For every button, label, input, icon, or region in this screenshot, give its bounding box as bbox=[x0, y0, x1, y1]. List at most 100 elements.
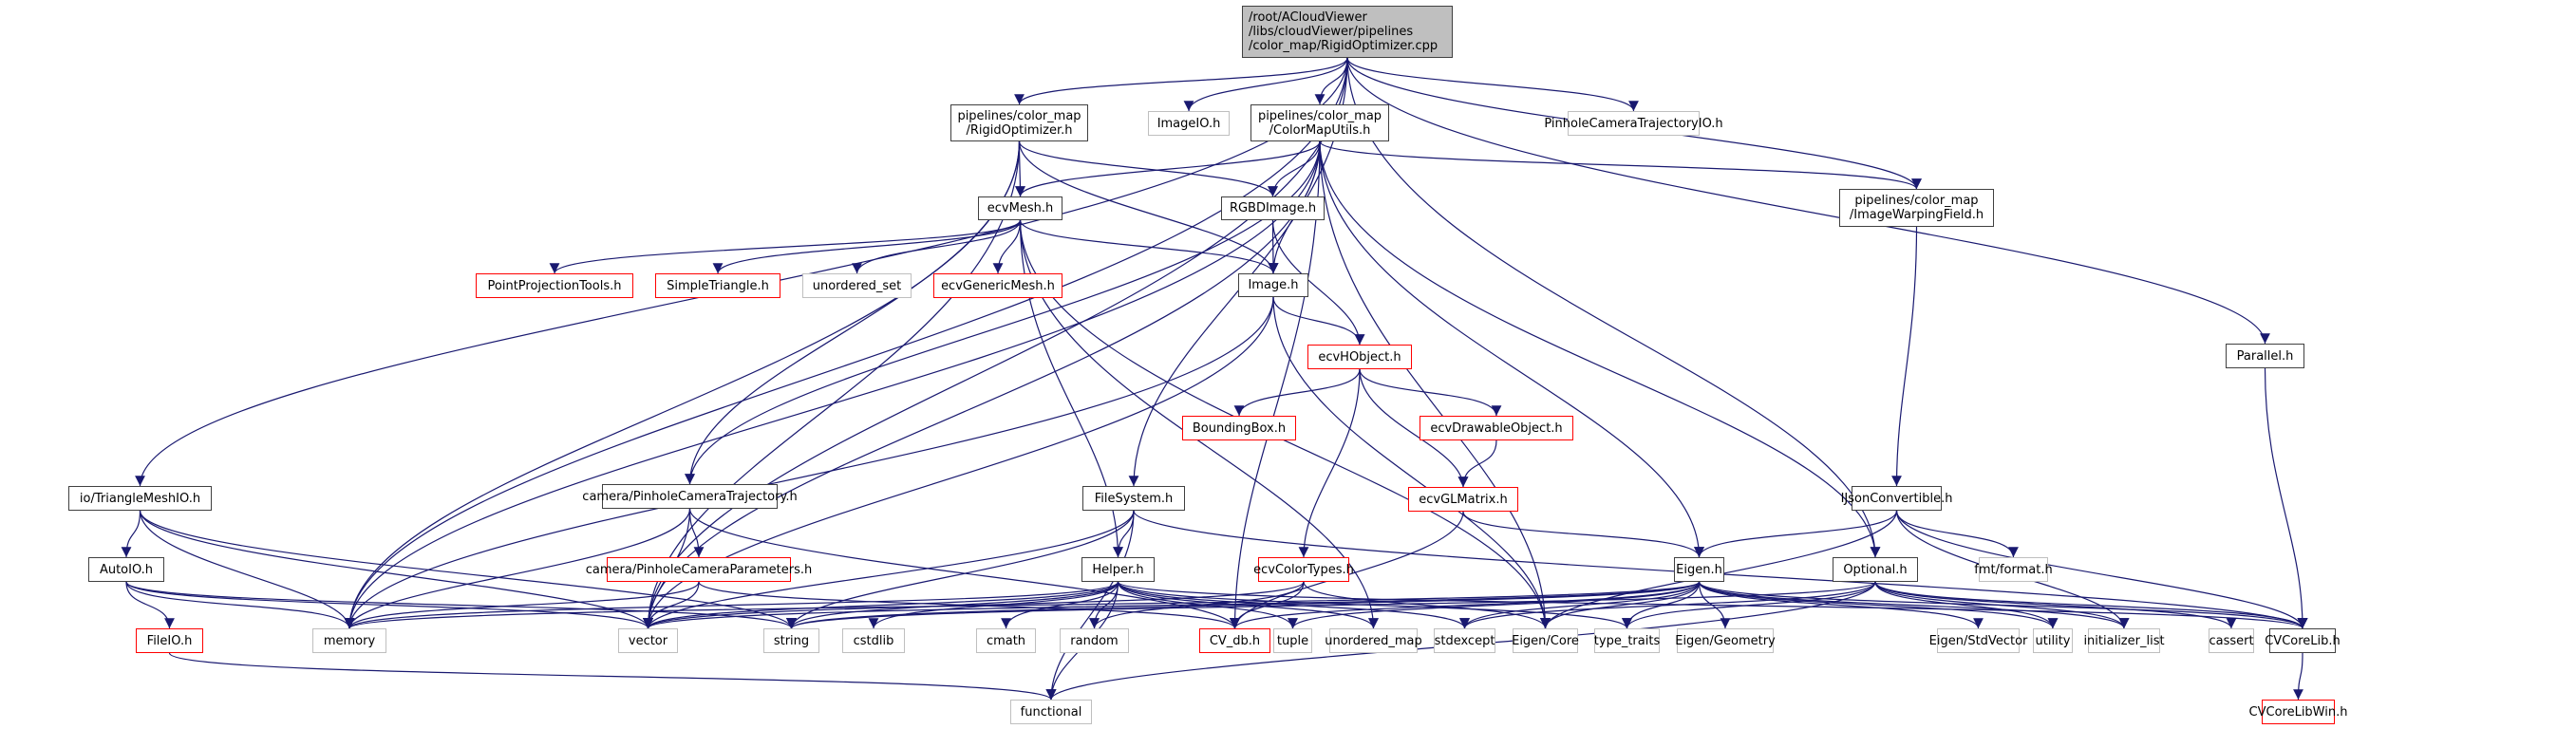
node-ecvgenericmesh-h[interactable]: ecvGenericMesh.h bbox=[933, 273, 1062, 298]
edge-eigen_h-to-initlist bbox=[1698, 581, 2130, 629]
node-label: stdexcept bbox=[1434, 633, 1495, 648]
node-trianglemeshio-h[interactable]: io/TriangleMeshIO.h bbox=[68, 486, 212, 511]
edge-eigen_h-to-eigengeom bbox=[1698, 581, 1731, 629]
edge-rgbdimage-to-ecvhobject bbox=[1271, 219, 1365, 346]
edge-ecvhobject-to-ecvcolortypes bbox=[1298, 368, 1361, 558]
node-label: ecvDrawableObject.h bbox=[1430, 421, 1563, 436]
node-initializer-list: initializer_list bbox=[2083, 628, 2165, 653]
node-boundingbox-h[interactable]: BoundingBox.h bbox=[1182, 416, 1296, 440]
node-ecvmesh-h[interactable]: ecvMesh.h bbox=[978, 196, 1062, 220]
node-label: SimpleTriangle.h bbox=[667, 278, 769, 293]
edge-root-to-rigidopt_h bbox=[1014, 57, 1348, 105]
node-ecvdrawableobject-h[interactable]: ecvDrawableObject.h bbox=[1420, 416, 1573, 440]
node-simpletriangle-h[interactable]: SimpleTriangle.h bbox=[655, 273, 780, 298]
node-ecvglmatrix-h[interactable]: ecvGLMatrix.h bbox=[1408, 487, 1518, 512]
node-cvcorelib-h[interactable]: CVCoreLib.h bbox=[2265, 628, 2341, 653]
node-rigidoptimizer-h[interactable]: pipelines/color_map /RigidOptimizer.h bbox=[950, 104, 1088, 141]
node-label: camera/PinholeCameraTrajectory.h bbox=[582, 489, 798, 504]
node-label: unordered_set bbox=[812, 278, 902, 293]
edge-pinholetraj-to-pinholeparams bbox=[688, 508, 705, 558]
node-label: pipelines/color_map /ImageWarpingField.h bbox=[1849, 194, 1984, 222]
node-cstdlib: cstdlib bbox=[842, 628, 905, 653]
edge-autoio-to-vector bbox=[125, 581, 653, 629]
edge-eigen_h-to-eigenstdvec bbox=[1698, 581, 1984, 629]
node-rgbdimage-h[interactable]: RGBDImage.h bbox=[1221, 196, 1325, 220]
node-label: memory bbox=[323, 633, 376, 648]
node-helper-h[interactable]: Helper.h bbox=[1081, 557, 1155, 582]
node-memory: memory bbox=[312, 628, 386, 653]
edge-optional-to-initlist bbox=[1874, 581, 2130, 629]
edge-eigen_h-to-cv_db bbox=[1230, 581, 1701, 629]
node-label: random bbox=[1070, 633, 1119, 648]
edge-ijson-to-fmtformat bbox=[1895, 510, 2019, 558]
edge-optional-to-type_traits bbox=[1622, 581, 1876, 629]
node-label: ecvGenericMesh.h bbox=[941, 278, 1055, 293]
node-cmath: cmath bbox=[976, 628, 1036, 653]
node-label: initializer_list bbox=[2083, 633, 2165, 648]
node-label: cstdlib bbox=[853, 633, 894, 648]
node-ijsonconvertible-h[interactable]: IJsonConvertible.h bbox=[1841, 486, 1952, 511]
node-label: pipelines/color_map /RigidOptimizer.h bbox=[957, 108, 1081, 138]
edge-autoio-to-memory bbox=[125, 581, 355, 629]
node-functional: functional bbox=[1010, 700, 1092, 724]
edge-cvcorelib-to-cvcorelibwin bbox=[2293, 652, 2303, 701]
node-colormaputils-h[interactable]: pipelines/color_map /ColorMapUtils.h bbox=[1250, 104, 1389, 141]
node-label: IJsonConvertible.h bbox=[1840, 491, 1953, 506]
node-label: string bbox=[773, 633, 810, 648]
edge-parallel-to-cvcorelib bbox=[2264, 367, 2308, 629]
node-label: /root/ACloudViewer /libs/cloudViewer/pip… bbox=[1249, 10, 1438, 53]
edge-filesystem-to-functional bbox=[1045, 510, 1135, 701]
node-pinholecameratrajectory-h[interactable]: camera/PinholeCameraTrajectory.h bbox=[582, 484, 798, 509]
node-parallel-h[interactable]: Parallel.h bbox=[2226, 344, 2304, 368]
node-label: BoundingBox.h bbox=[1192, 421, 1287, 436]
node-ecvhobject-h[interactable]: ecvHObject.h bbox=[1307, 345, 1412, 369]
node-label: ecvMesh.h bbox=[987, 201, 1054, 215]
node-pointprojectiontools-h[interactable]: PointProjectionTools.h bbox=[476, 273, 633, 298]
node-filesystem-h[interactable]: FileSystem.h bbox=[1082, 486, 1185, 511]
node-label: PointProjectionTools.h bbox=[487, 278, 622, 293]
edge-filesystem-to-vector bbox=[643, 510, 1135, 629]
edge-rigidopt_h-to-memory bbox=[344, 140, 1021, 629]
node-ecvcolortypes-h[interactable]: ecvColorTypes.h bbox=[1253, 557, 1354, 582]
node-autoio-h[interactable]: AutoIO.h bbox=[88, 557, 164, 582]
node-eigen-core: Eigen/Core bbox=[1512, 628, 1579, 653]
edge-root-to-imageio bbox=[1183, 57, 1348, 112]
edge-pinholetraj-to-cv_db bbox=[688, 508, 1240, 629]
node-eigen-h[interactable]: Eigen.h bbox=[1674, 557, 1724, 582]
node-optional-h[interactable]: Optional.h bbox=[1833, 557, 1918, 582]
edge-root-to-memory bbox=[344, 57, 1348, 629]
node-label: cassert bbox=[2209, 633, 2254, 648]
edge-colormaputils-to-rgbdimage bbox=[1268, 140, 1321, 197]
node-eigen-stdvector: Eigen/StdVector bbox=[1929, 628, 2027, 653]
node-imagewarpingfield-h[interactable]: pipelines/color_map /ImageWarpingField.h bbox=[1839, 189, 1994, 227]
edge-ecvcolortypes-to-vector bbox=[643, 581, 1305, 629]
edge-pinholeparams-to-memory bbox=[344, 581, 700, 629]
node-pinholecameraparameters-h[interactable]: camera/PinholeCameraParameters.h bbox=[586, 557, 812, 582]
node-eigen-geometry: Eigen/Geometry bbox=[1675, 628, 1776, 653]
node-image-h[interactable]: Image.h bbox=[1238, 273, 1308, 297]
node-label: type_traits bbox=[1593, 633, 1661, 648]
edge-ecvmesh-to-ecvgenericmesh bbox=[992, 219, 1022, 274]
node-root-rigidoptimizer-cpp: /root/ACloudViewer /libs/cloudViewer/pip… bbox=[1242, 6, 1453, 58]
edge-colormaputils-to-ecvmesh bbox=[1015, 140, 1321, 197]
edge-ecvmesh-to-unordered_set bbox=[852, 219, 1022, 274]
node-utility: utility bbox=[2033, 628, 2073, 653]
node-cvcorelibwin-h[interactable]: CVCoreLibWin.h bbox=[2249, 700, 2347, 724]
edge-eigen_h-to-vector bbox=[643, 581, 1701, 629]
node-fileio-h[interactable]: FileIO.h bbox=[136, 628, 203, 653]
node-tuple: tuple bbox=[1273, 628, 1312, 653]
edge-trianglemeshio-to-autoio bbox=[121, 510, 141, 558]
node-label: Image.h bbox=[1248, 278, 1299, 292]
node-cv-db-h[interactable]: CV_db.h bbox=[1199, 628, 1270, 653]
node-label: CV_db.h bbox=[1209, 633, 1261, 648]
node-label: io/TriangleMeshIO.h bbox=[79, 491, 201, 506]
edge-trianglemeshio-to-string bbox=[139, 510, 797, 629]
node-unordered-set: unordered_set bbox=[802, 273, 912, 298]
node-label: ecvHObject.h bbox=[1318, 349, 1401, 364]
edge-root-to-pinholetrajio bbox=[1346, 57, 1639, 112]
node-cassert: cassert bbox=[2209, 628, 2254, 653]
edge-ecvmesh-to-simpletri bbox=[712, 219, 1022, 274]
node-unordered-map: unordered_map bbox=[1325, 628, 1422, 653]
edge-ecvdrawable-to-ecvglmatrix bbox=[1457, 439, 1497, 488]
